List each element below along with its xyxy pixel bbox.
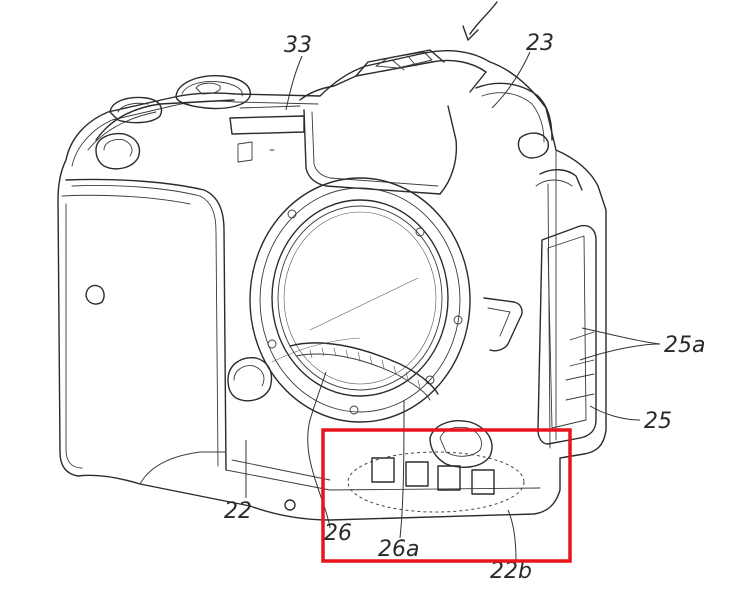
label-22: 22 (224, 499, 252, 524)
region-22b (347, 451, 525, 513)
label-25: 25 (644, 409, 672, 434)
square-4 (471, 469, 495, 495)
square-1 (371, 457, 395, 483)
label-33: 33 (284, 33, 312, 58)
highlight-box (321, 428, 572, 563)
label-26: 26 (324, 521, 352, 546)
label-23: 23 (526, 31, 554, 56)
reference-labels: 33 23 25a 25 22 26 26a 22b (224, 31, 705, 584)
label-25a: 25a (664, 333, 705, 358)
label-26a: 26a (378, 537, 419, 562)
square-3 (437, 465, 461, 491)
lens-mount (249, 177, 471, 423)
square-2 (405, 461, 429, 487)
camera-body (57, 49, 607, 521)
direction-arrow (462, 1, 498, 41)
label-22b: 22b (490, 559, 532, 584)
